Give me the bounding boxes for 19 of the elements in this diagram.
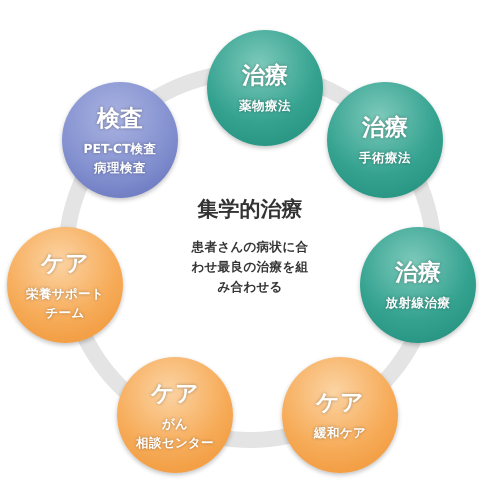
circle-heading: 検査 <box>97 105 143 134</box>
center-description: 患者さんの病状に合わせ最良の治療を組み合わせる <box>190 238 310 296</box>
circle-subtext: 緩和ケア <box>314 424 366 442</box>
circle-heading: ケア <box>41 250 89 280</box>
circle-subtext: がん <box>162 415 188 434</box>
circle-subtext: 栄養サポート <box>26 285 104 304</box>
circle-heading: ケア <box>151 380 199 410</box>
circle-heading: 治療 <box>395 259 441 288</box>
circle-subtext: チーム <box>46 304 84 322</box>
circle-heading: 治療 <box>242 62 288 92</box>
circle-subtext: 薬物療法 <box>239 97 291 116</box>
center-title: 集学的治療 <box>198 196 302 223</box>
circle-subtext: 相談センター <box>136 434 214 452</box>
circle-heading: 治療 <box>362 114 408 144</box>
circle-subtext: PET-CT検査 <box>83 140 157 158</box>
circle-subtext: 放射線治療 <box>386 294 450 312</box>
circle-heading: ケア <box>316 389 364 418</box>
circle-subtext: 病理検査 <box>94 158 146 176</box>
circle-subtext: 手術療法 <box>359 149 411 168</box>
